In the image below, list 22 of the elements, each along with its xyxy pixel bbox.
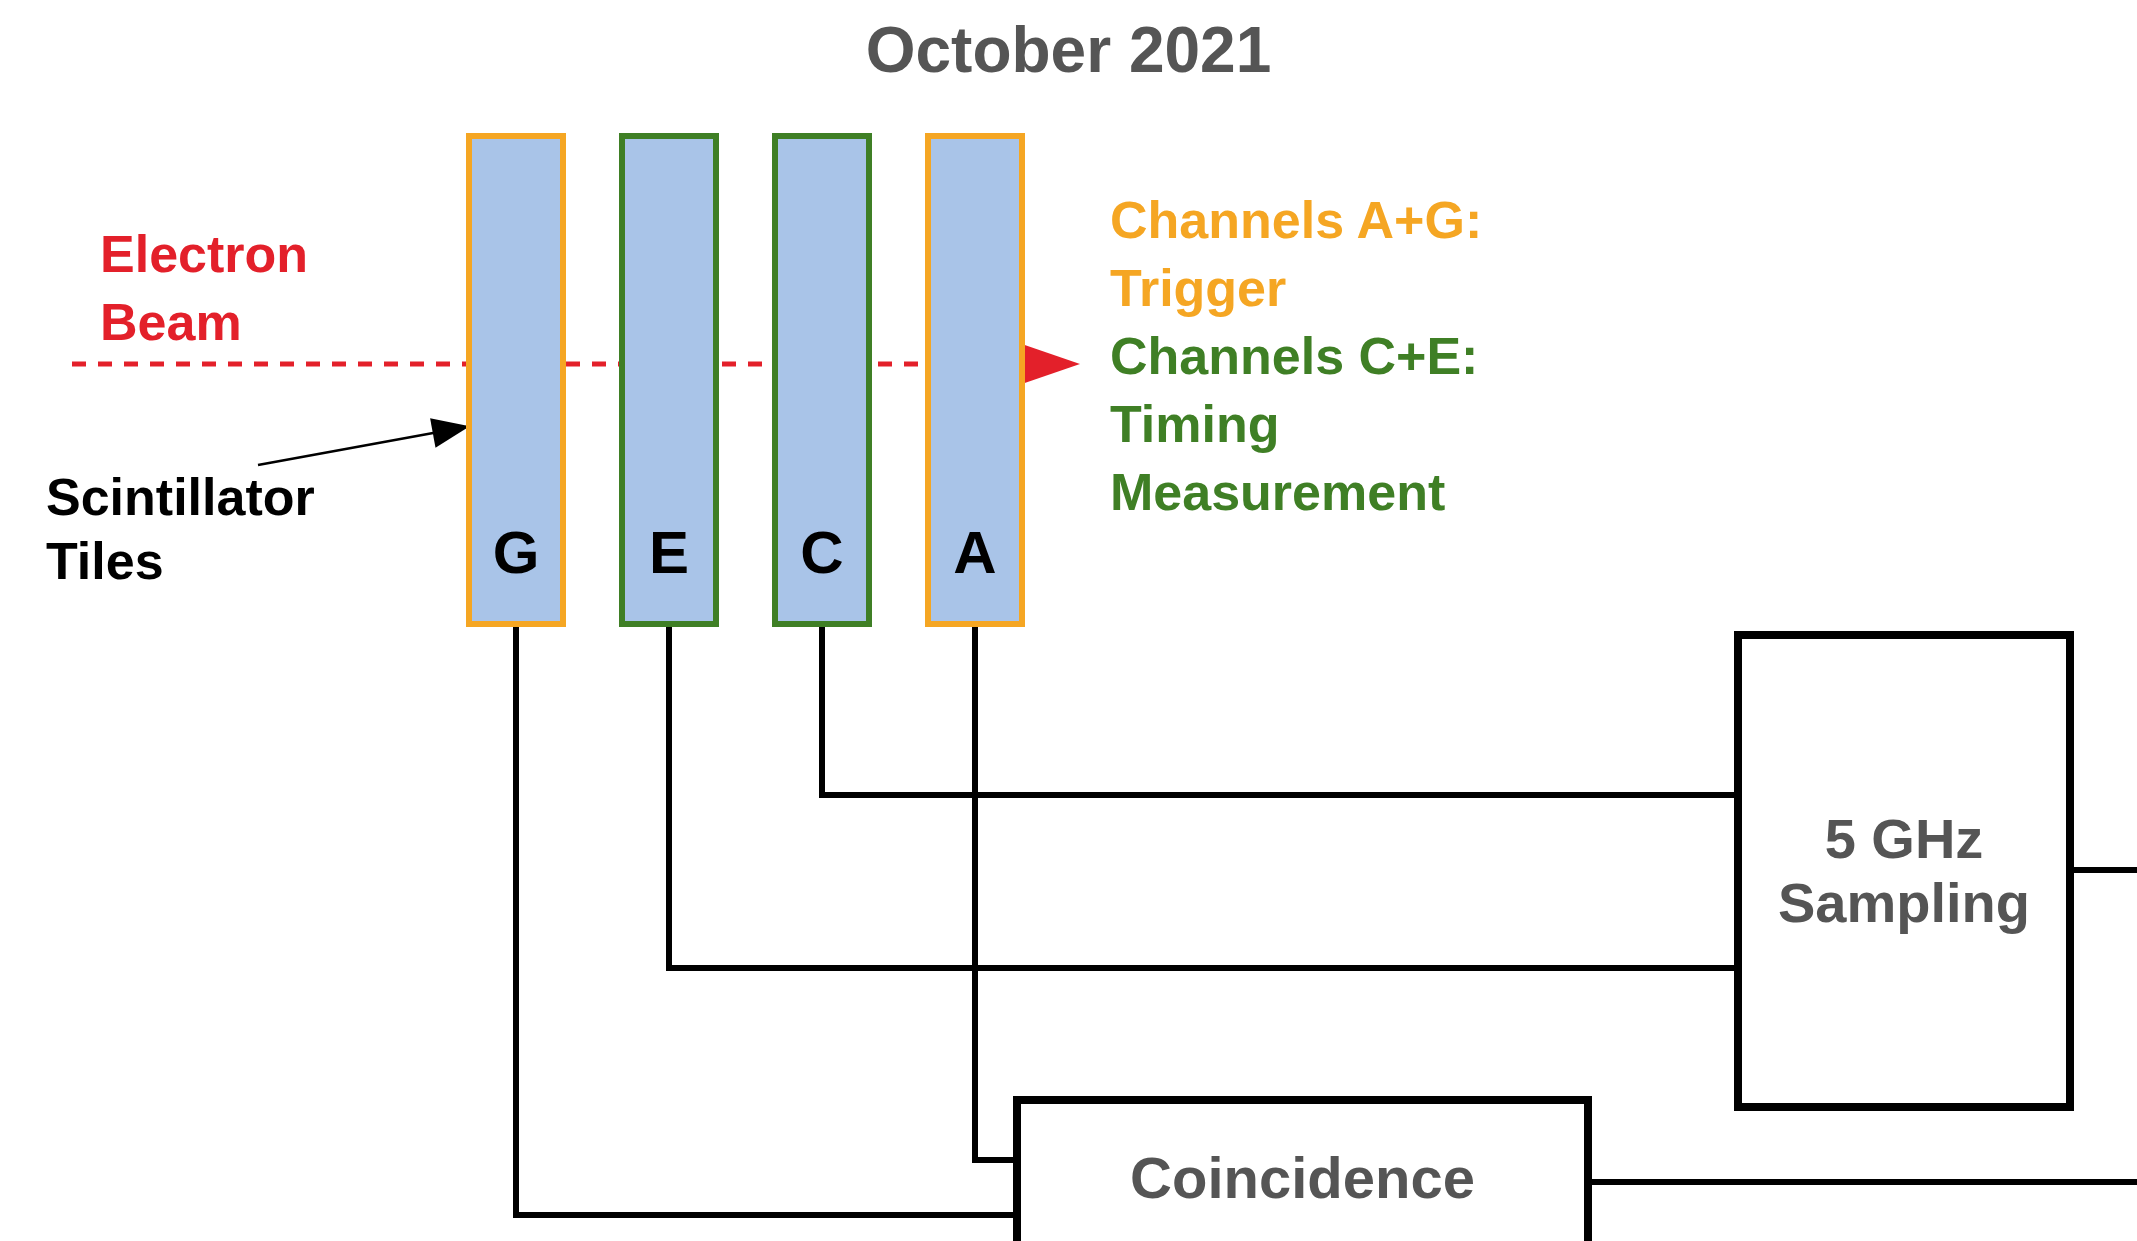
tile-letter: G (492, 523, 540, 583)
label-text: Channels C+E: Timing Measurement (1110, 326, 1480, 523)
node-label: Coincidence (1130, 1146, 1475, 1210)
wire (2074, 867, 2137, 873)
tile-letter: A (953, 523, 997, 583)
wire (666, 627, 1734, 971)
wire (513, 627, 1013, 1218)
label-text: Electron Beam (100, 224, 310, 353)
scintillator-tile (466, 133, 566, 627)
process-box (1734, 631, 2074, 1111)
tile-letter: C (800, 523, 844, 583)
scintillator-tile (772, 133, 872, 627)
scintillator-tile (925, 133, 1025, 627)
title: October 2021 (864, 13, 1273, 88)
tile-letter: E (649, 523, 689, 583)
scintillator-tile (619, 133, 719, 627)
node-label: Scintillator Tiles (46, 467, 316, 592)
node-label: 5 GHz Sampling (1777, 807, 2031, 935)
label-text: Channels A+G: Trigger (1110, 190, 1484, 319)
wire (819, 627, 1734, 798)
wire (972, 627, 1013, 1163)
wire (1592, 1179, 2137, 1185)
